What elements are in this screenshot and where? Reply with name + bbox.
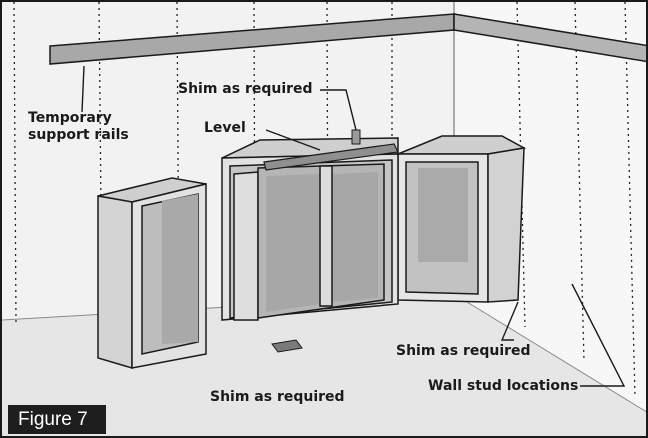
corner-cabinet	[397, 135, 527, 303]
label-shim-top: Shim as required	[178, 81, 313, 97]
leader-level	[265, 129, 321, 151]
label-shim-floor: Shim as required	[210, 389, 345, 405]
tall-cabinet	[97, 177, 207, 370]
side-wall	[454, 2, 646, 412]
label-support-rails: Temporary support rails	[28, 110, 146, 144]
label-wall-stud-locations: Wall stud locations	[428, 378, 579, 394]
leader-support-rails	[81, 65, 85, 113]
leader-shim-right	[500, 301, 519, 341]
floor-shim	[271, 339, 303, 353]
leader-shim-top	[320, 89, 357, 131]
figure-caption: Figure 7	[8, 405, 106, 434]
label-level: Level	[204, 120, 246, 136]
label-shim-right: Shim as required	[396, 343, 531, 359]
label-support-rails-text: Temporary support rails	[28, 110, 129, 143]
base-cabinet	[221, 137, 399, 321]
level-tool	[263, 143, 399, 171]
leader-wall-studs	[571, 283, 626, 387]
shim-on-cabinet	[351, 129, 361, 145]
support-rail-side	[453, 13, 646, 63]
